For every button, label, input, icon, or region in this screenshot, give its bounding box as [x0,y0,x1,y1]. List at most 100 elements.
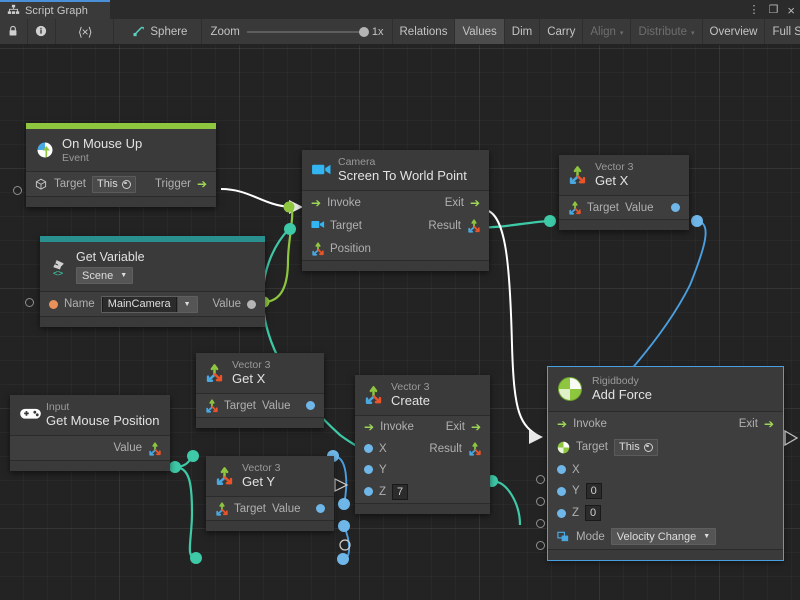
node-header: Vector 3 Get Y [206,456,334,497]
flow-out-arrow-icon[interactable]: ➔ [470,420,481,434]
port-z-input[interactable] [364,487,373,496]
port-value-output[interactable] [306,401,315,410]
port-value-output[interactable] [247,299,256,309]
flow-out-arrow-icon[interactable]: ➔ [763,416,774,431]
port-row-name: Name MainCamera ▼ Value [40,292,265,316]
tab-script-graph[interactable]: Script Graph [0,0,110,19]
toolbar-button-overview[interactable]: Overview [703,19,766,44]
camera-icon[interactable] [311,219,325,232]
target-object-button[interactable]: Sphere [114,19,203,44]
port-label-exit: Exit [738,417,758,430]
vector3-icon[interactable] [215,502,228,516]
port-name-input[interactable] [49,299,58,309]
node-vector3-create[interactable]: Vector 3 Create ➔ Invoke Exit ➔ X Result [355,375,490,514]
port-x-input[interactable] [364,444,373,453]
vector3-icon[interactable] [468,442,481,456]
external-port-get-variable-name[interactable] [25,298,34,307]
y-value-field[interactable]: 0 [585,483,602,499]
target-this-selector[interactable]: This [91,175,136,193]
node-title-block: Vector 3 Get X [595,161,634,189]
node-accent-bar [40,236,265,242]
node-get-mouse-position[interactable]: Input Get Mouse Position Value [10,395,170,471]
zoom-control[interactable]: Zoom 1x [202,19,393,44]
z-value-field[interactable]: 0 [585,505,602,521]
toolbar-button-relations[interactable]: Relations [393,19,456,44]
node-vector3-get-y[interactable]: Vector 3 Get Y Target Value [206,456,334,531]
vector3-icon[interactable] [568,201,581,215]
external-port-add-force-y[interactable] [536,497,545,506]
toolbar-button-carry[interactable]: Carry [540,19,584,44]
node-vector3-get-x-top[interactable]: Vector 3 Get X Target Value [559,155,689,230]
port-row-target-value: Target Value [206,497,334,520]
toolbar-button-values[interactable]: Values [455,19,505,44]
flow-in-arrow-icon[interactable]: ➔ [364,420,375,434]
port-label-value: Value [113,442,142,454]
rigidbody-icon[interactable] [557,441,570,454]
add-force-exit-arrow-icon[interactable] [784,429,800,448]
flow-out-arrow-icon[interactable]: ➔ [469,195,480,210]
variable-scope-dropdown[interactable]: Scene ▼ [76,267,134,285]
port-x-input[interactable] [557,465,566,474]
toolbar-button-align[interactable]: Align ▾ [583,19,632,44]
external-port-add-force-mode[interactable] [536,541,545,550]
vector3-icon[interactable] [205,399,218,413]
node-accent-bar [26,123,216,129]
port-label-invoke: Invoke [573,417,607,430]
target-picker-icon[interactable] [643,442,653,452]
variable-scope-dropdown-wrap[interactable]: Scene ▼ [76,267,145,285]
gameobject-icon[interactable] [35,178,48,191]
port-y-input[interactable] [364,465,373,474]
flow-in-arrow-icon[interactable]: ➔ [557,416,568,431]
port-row-x: X [548,459,783,480]
target-picker-icon[interactable] [121,179,131,189]
port-y-input[interactable] [557,486,566,496]
flow-out-arrow-icon[interactable]: ➔ [196,177,207,191]
wire-create-result-out [491,479,522,526]
flow-in-arrow-icon[interactable]: ➔ [311,195,322,210]
chevron-down-icon: ▼ [703,533,711,540]
zoom-slider-knob[interactable] [358,26,369,37]
node-title-block: Input Get Mouse Position [46,401,159,429]
unity-variable-icon: <> [49,258,67,279]
mode-dropdown[interactable]: Velocity Change ▼ [610,528,717,545]
close-icon[interactable]: × [787,2,795,18]
external-port-on-mouse-up-target[interactable] [13,186,22,195]
node-get-variable[interactable]: <> Get Variable Scene ▼ Name [40,236,265,328]
external-port-add-force-x[interactable] [536,475,545,484]
node-subtitle: Rigidbody [592,375,639,387]
node-screen-to-world-point[interactable]: Camera Screen To World Point ➔ Invoke Ex… [302,150,489,271]
lock-icon [7,25,20,38]
vector3-icon[interactable] [148,441,161,456]
graph-canvas[interactable]: On Mouse Up Event Target This [0,45,800,600]
enum-icon[interactable] [557,530,570,543]
code-view-button[interactable]: ⟨×⟩ [56,19,115,44]
node-on-mouse-up[interactable]: On Mouse Up Event Target This [26,123,216,207]
port-value-output[interactable] [671,203,680,212]
zoom-slider[interactable] [246,26,369,37]
maximize-icon[interactable]: ❐ [768,3,779,16]
variable-name-dropdown[interactable]: MainCamera ▼ [100,295,198,313]
external-port-add-force-z[interactable] [536,519,545,528]
info-button[interactable] [28,19,56,44]
vector3-icon[interactable] [467,219,480,233]
port-value-output[interactable] [316,504,325,513]
target-this-selector[interactable]: This [613,438,658,456]
z-value-field[interactable]: 7 [392,483,409,500]
toolbar-button-dim[interactable]: Dim [505,19,541,44]
node-body: Value [10,436,170,460]
port-label-target: Target [576,441,608,453]
chevron-down-icon[interactable]: ▼ [176,296,197,312]
toolbar-button-distribute[interactable]: Distribute ▾ [631,19,703,44]
port-z-input[interactable] [557,508,566,518]
node-vector3-get-x-mid[interactable]: Vector 3 Get X Target Value [196,353,324,428]
node-rigidbody-add-force[interactable]: Rigidbody Add Force ➔ Invoke Exit ➔ [547,366,784,561]
wire-flow-exit-to-addforce [485,209,541,438]
port-label-result: Result [428,219,461,232]
node-title: Get Mouse Position [46,413,160,429]
angle-brackets-icon: ⟨×⟩ [78,24,92,39]
kebab-menu-icon[interactable]: ⋮ [748,3,760,16]
lock-button[interactable] [0,19,28,44]
vector3-icon[interactable] [311,242,324,256]
node-body: ➔ Invoke Exit ➔ X Result [355,416,490,503]
toolbar-button-full-screen[interactable]: Full Screen [772,25,800,38]
